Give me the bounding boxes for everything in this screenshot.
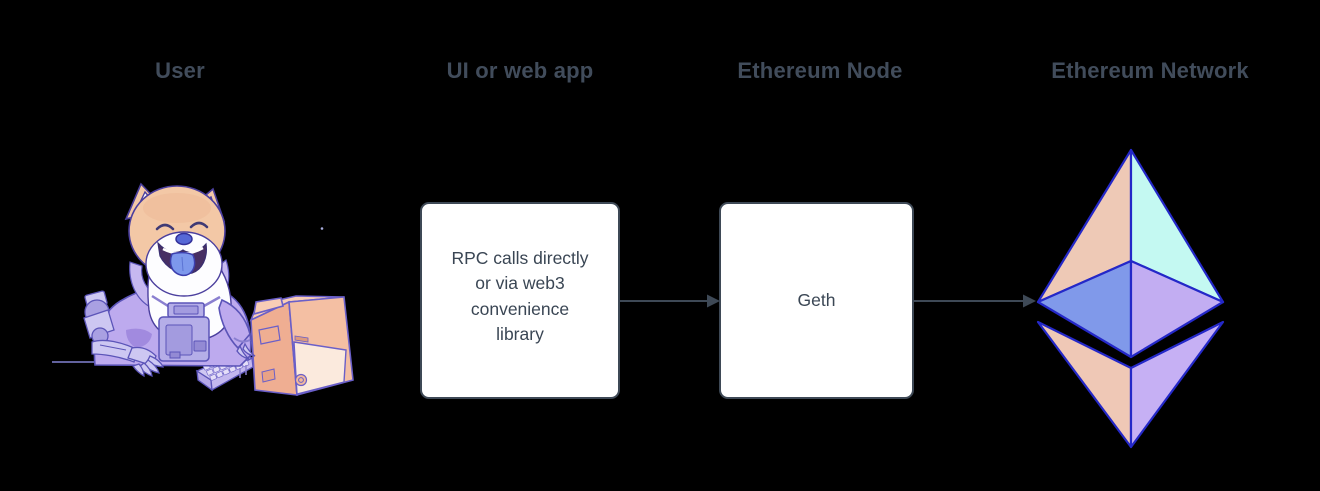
- column-label-node: Ethereum Node: [737, 58, 903, 83]
- tower-panel: [293, 341, 347, 395]
- node-geth: Geth: [719, 202, 914, 399]
- ethereum-logo-icon: [1036, 148, 1225, 449]
- right-ear: [186, 187, 226, 223]
- node-rpc-text: RPC calls directly or via web3 convenien…: [451, 247, 589, 345]
- node-geth-text: Geth: [797, 289, 836, 310]
- keyboard: [195, 349, 254, 392]
- nose: [175, 232, 193, 246]
- doge-astronaut-illustration: [52, 182, 354, 397]
- left-ear: [124, 182, 167, 221]
- column-label-network: Ethereum Network: [1051, 58, 1249, 83]
- column-label-ui: UI or web app: [446, 58, 594, 83]
- left-eye: [155, 223, 175, 231]
- arrow-rpc-to-geth: [620, 294, 720, 308]
- tower-port-icon: [294, 373, 308, 387]
- mouth: [157, 241, 207, 275]
- arrowhead-icon: [1023, 294, 1036, 308]
- artwork-speck: [320, 227, 324, 230]
- collar-right: [207, 258, 230, 307]
- tongue: [169, 251, 196, 277]
- column-label-user: User: [155, 58, 205, 83]
- chest-ruff: [147, 258, 232, 342]
- right-eye: [189, 221, 209, 229]
- computer-tower: [249, 295, 354, 397]
- chest-device: [151, 294, 221, 362]
- collar-left: [129, 261, 159, 309]
- right-arm: [218, 298, 256, 360]
- arrow-geth-to-network: [914, 294, 1036, 308]
- space-suit-torso: [93, 286, 252, 367]
- doge-head: [124, 182, 226, 297]
- robot-arm: [83, 290, 165, 378]
- robot-hand: [127, 346, 157, 367]
- node-rpc-calls: RPC calls directly or via web3 convenien…: [420, 202, 620, 399]
